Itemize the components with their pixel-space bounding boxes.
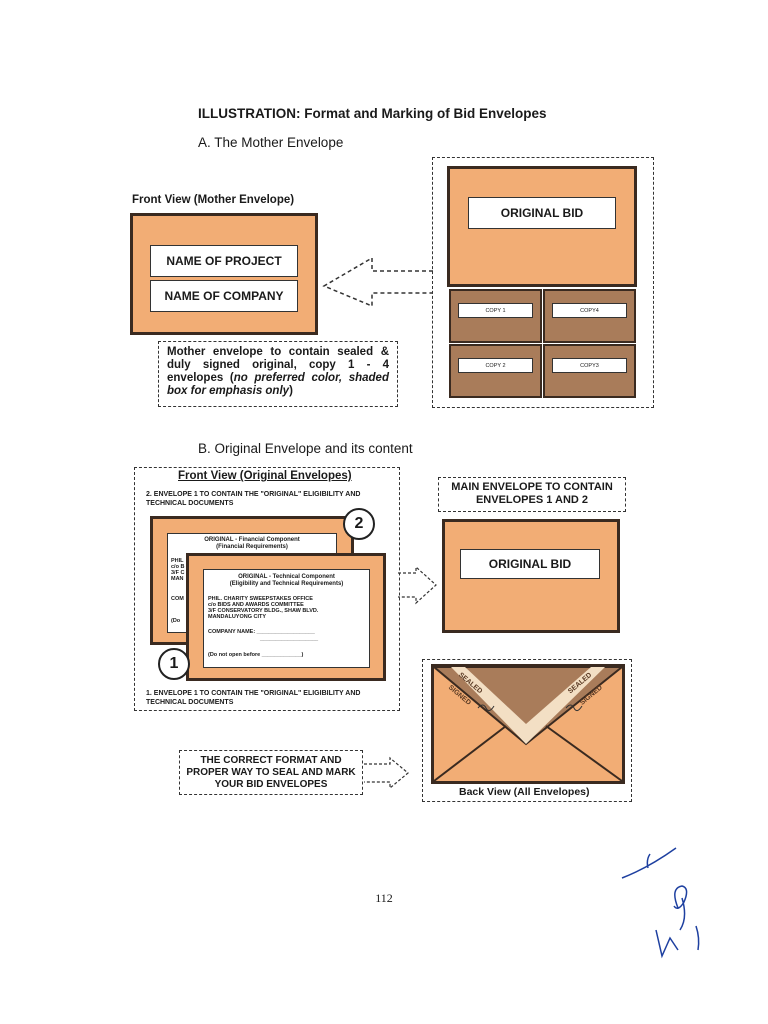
name-of-project-box: NAME OF PROJECT — [150, 245, 298, 277]
correct-format-note: THE CORRECT FORMAT AND PROPER WAY TO SEA… — [179, 750, 363, 795]
envelope-1-title: ORIGINAL - Technical Component — [238, 574, 335, 580]
copy-1-envelope: COPY 1 — [449, 289, 542, 343]
envelope-1-subtitle: (Eligibility and Technical Requirements) — [229, 581, 344, 587]
left-arrow-icon — [322, 256, 433, 308]
envelope-2-note: 2. ENVELOPE 1 TO CONTAIN THE "ORIGINAL" … — [146, 491, 361, 507]
envelope-2-fragment: (Do — [171, 618, 181, 624]
do-not-open-field: (Do not open before _____________) — [208, 652, 304, 658]
main-envelope-note: MAIN ENVELOPE TO CONTAIN ENVELOPES 1 AND… — [438, 477, 626, 512]
name-of-company-box: NAME OF COMPANY — [150, 280, 298, 312]
envelope-1-label: ORIGINAL - Technical Component (Eligibil… — [203, 569, 370, 668]
right-arrow-icon — [398, 565, 437, 605]
copy-4-label: COPY4 — [552, 303, 627, 318]
section-b-heading: B. Original Envelope and its content — [198, 441, 413, 456]
address-line: 3/F CONSERVATORY BLDG., SHAW BLVD. — [208, 608, 319, 614]
back-view-envelope — [431, 664, 625, 784]
copy-4-envelope: COPY4 — [543, 289, 636, 343]
note-end-text: ) — [289, 385, 293, 397]
envelope-2-subtitle: (Financial Requirements) — [216, 544, 288, 550]
envelope-2-title: ORIGINAL - Financial Component — [204, 537, 300, 543]
envelope-2-fragment: MAN — [171, 576, 184, 582]
copy-2-envelope: COPY 2 — [449, 344, 542, 398]
copy-3-envelope: COPY3 — [543, 344, 636, 398]
front-view-original-label: Front View (Original Envelopes) — [178, 470, 352, 482]
original-envelope: ORIGINAL BID — [447, 166, 637, 287]
page-number: 112 — [375, 891, 393, 905]
note-main-text: Mother envelope to contain sealed & duly… — [167, 346, 389, 384]
section-a-heading: A. The Mother Envelope — [198, 135, 344, 150]
back-view-container — [422, 659, 632, 802]
circle-number-1: 1 — [158, 648, 190, 680]
company-name-field: COMPANY NAME: ___________________ — [208, 629, 315, 635]
envelope-contents-container — [432, 157, 654, 408]
mother-envelope-note: Mother envelope to contain sealed & duly… — [158, 341, 398, 407]
address-line: PHIL. CHARITY SWEEPSTAKES OFFICE — [208, 596, 313, 602]
copy-3-label: COPY3 — [552, 358, 627, 373]
company-name-blank: ___________________ — [260, 636, 319, 642]
envelope-2-fragment: 3/F C — [171, 570, 185, 576]
main-original-bid-label: ORIGINAL BID — [460, 549, 600, 579]
envelope-2-fragment: c/o B — [171, 564, 185, 570]
front-view-mother-label: Front View (Mother Envelope) — [132, 194, 295, 206]
original-envelopes-container — [134, 467, 400, 711]
signature-mark — [621, 847, 700, 959]
page-title: ILLUSTRATION: Format and Marking of Bid … — [198, 106, 547, 121]
address-line: c/o BIDS AND AWARDS COMMITTEE — [208, 602, 304, 608]
circle-number-2: 2 — [343, 508, 375, 540]
envelope-2-fragment: PHIL — [171, 558, 184, 564]
copy-1-label: COPY 1 — [458, 303, 533, 318]
back-view-label: Back View (All Envelopes) — [459, 786, 590, 798]
copy-2-label: COPY 2 — [458, 358, 533, 373]
envelope-1-note: 1. ENVELOPE 1 TO CONTAIN THE "ORIGINAL" … — [146, 690, 361, 706]
envelope-2-fragment: COM — [171, 596, 184, 602]
envelope-1: ORIGINAL - Technical Component (Eligibil… — [186, 553, 386, 681]
main-envelope: ORIGINAL BID — [442, 519, 620, 633]
original-bid-label: ORIGINAL BID — [468, 197, 616, 229]
address-line: MANDALUYONG CITY — [208, 614, 267, 620]
mother-envelope: NAME OF PROJECT NAME OF COMPANY — [130, 213, 318, 335]
note-italic-text: no preferred color, shaded box for empha… — [167, 372, 389, 397]
right-arrow-icon — [364, 756, 409, 790]
